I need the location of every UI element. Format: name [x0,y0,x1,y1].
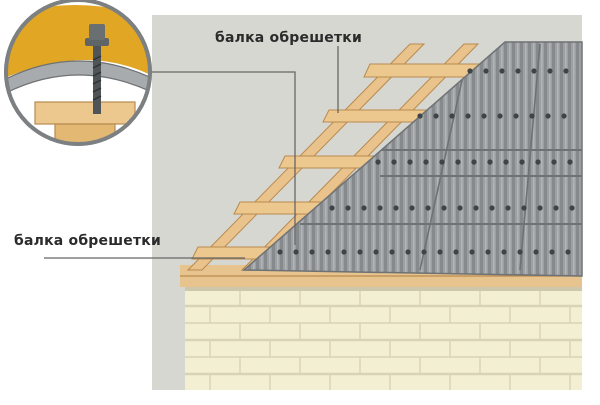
fastener-dot [489,205,495,211]
fastener-dot [565,249,571,255]
sheet-outline [242,41,583,277]
fastener-dot [473,205,479,211]
fastener-dot [517,249,523,255]
fastener-dot [373,249,379,255]
fastener-dot [545,113,551,119]
brick-wall [185,285,582,390]
screw-head [89,24,105,40]
fastener-dot [309,249,315,255]
fastener-dot [567,159,573,165]
leader-lines [44,46,339,259]
fastener-dot [513,113,519,119]
fastener-dot [535,159,541,165]
fastener-dot [465,113,471,119]
fastener-dot [531,68,537,74]
fastener-dot [421,249,427,255]
fastener-dot [437,249,443,255]
fastener-dot [433,113,439,119]
fastener-dot [293,249,299,255]
brick-wall-shadow [185,285,582,291]
fastener-dot [361,205,367,211]
inset-detail [4,0,152,146]
fastener-dot [409,205,415,211]
fastener-dot [455,159,461,165]
fastener-dot [503,159,509,165]
fastener-dot [377,205,383,211]
fastener-dot [425,205,431,211]
fastener-dot [441,205,447,211]
fastener-dot [519,159,525,165]
fastener-dot [469,249,475,255]
fastener-dot [505,205,511,211]
fastener-dot [423,159,429,165]
inset-accent [6,5,150,80]
fastener-dot [485,249,491,255]
inset-batten [34,101,136,125]
fastener-dot [483,68,489,74]
fastener-dot [357,249,363,255]
fastener-dot [391,159,397,165]
fastener-dot [529,113,535,119]
fastener-dot [515,68,521,74]
fastener-dot [329,205,335,211]
fastener-dot [497,113,503,119]
fastener-dot [389,249,395,255]
fastener-dot [561,113,567,119]
screw-shaft [93,40,101,114]
fastener-dot [375,159,381,165]
fastener-dot [277,249,283,255]
fastener-dot [501,249,507,255]
fastener-dot [345,205,351,211]
fastener-dot [499,68,505,74]
sheet-seam [419,43,471,271]
fastener-dot [417,113,423,119]
fastener-dot [393,205,399,211]
fastener-dot [405,249,411,255]
fastener-dot [481,113,487,119]
fastener-dot [457,205,463,211]
fastener-dot [449,113,455,119]
inset-ring [4,0,152,146]
callout-label-left: балка обрешетки [14,233,161,249]
fastener-dot [439,159,445,165]
fastener-dot [467,68,473,74]
fastener-dot [471,159,477,165]
fastener-dot [553,205,559,211]
fastener-dot [407,159,413,165]
fastener-dot [341,249,347,255]
fasteners [277,68,575,255]
fastener-dot [533,249,539,255]
fastener-dot [487,159,493,165]
fastener-dot [537,205,543,211]
fastener-dot [569,205,575,211]
fastener-dot [563,68,569,74]
leader-line-inset [140,71,296,245]
callout-label-top: балка обрешетки [215,30,362,46]
fastener-dot [549,249,555,255]
sheet-seam [519,43,541,271]
fastener-dot [547,68,553,74]
fastener-dot [521,205,527,211]
fastener-dot [325,249,331,255]
screw-thread [92,55,102,101]
inset-sheet-curve [6,60,150,98]
fastener-dot [453,249,459,255]
fastener-dot [551,159,557,165]
